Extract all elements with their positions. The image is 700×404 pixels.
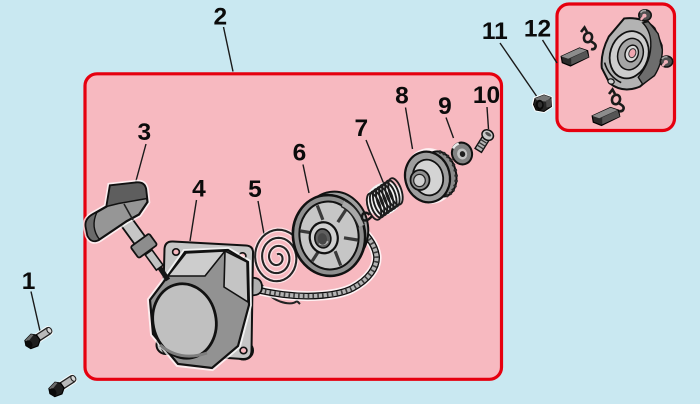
svg-text:8: 8: [395, 83, 409, 110]
svg-text:11: 11: [482, 18, 508, 45]
svg-text:7: 7: [354, 115, 368, 142]
svg-text:5: 5: [248, 176, 262, 203]
svg-text:6: 6: [293, 140, 307, 167]
svg-text:10: 10: [473, 82, 500, 109]
svg-text:4: 4: [192, 176, 206, 203]
svg-text:2: 2: [213, 4, 227, 31]
svg-text:12: 12: [524, 16, 551, 43]
svg-text:1: 1: [22, 268, 36, 295]
svg-text:3: 3: [137, 119, 151, 146]
svg-text:9: 9: [438, 93, 452, 120]
